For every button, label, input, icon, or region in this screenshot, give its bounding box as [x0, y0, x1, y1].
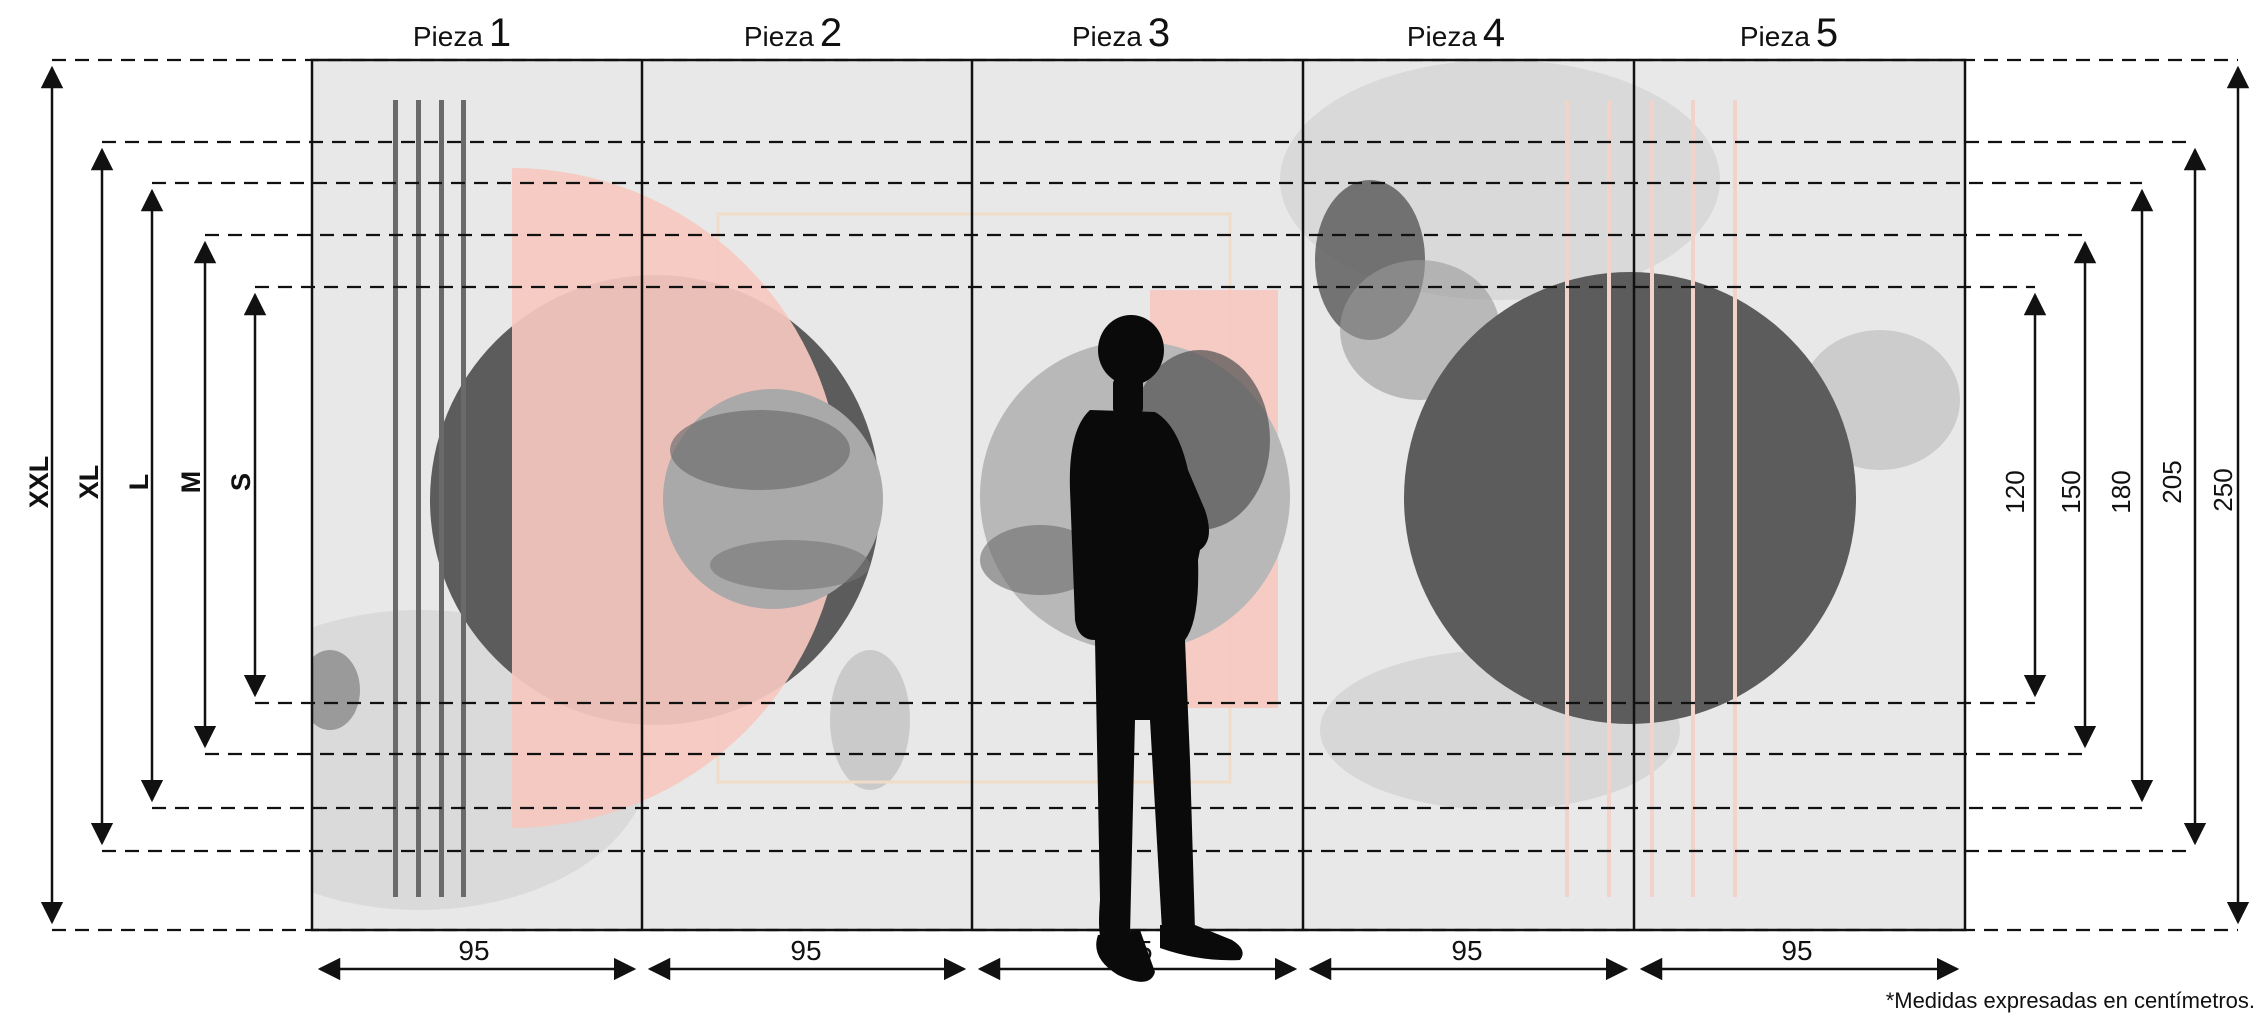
dashed-guides [52, 58, 2238, 932]
height-label-150: 150 [2056, 470, 2086, 513]
piece-word: Pieza [1407, 21, 1477, 52]
size-label-l: L [124, 474, 154, 491]
vertical-line [416, 100, 421, 897]
texture-patch [670, 410, 850, 490]
watercolor-wash [830, 650, 910, 790]
height-label-250: 250 [2208, 468, 2238, 511]
watercolor-wash [312, 650, 360, 730]
texture-patch [980, 525, 1100, 595]
width-label: 95 [790, 935, 821, 966]
vertical-line [1691, 100, 1695, 897]
vertical-line [1607, 100, 1611, 897]
piece-number: 2 [820, 11, 842, 55]
size-label-s: S [226, 473, 256, 491]
piece-word: Pieza [1072, 21, 1142, 52]
vertical-line [393, 100, 398, 897]
piece-number: 1 [489, 11, 511, 55]
piece-word: Pieza [413, 21, 483, 52]
piece-number: 3 [1148, 11, 1170, 55]
height-label-205: 205 [2157, 460, 2187, 503]
size-label-xl: XL [74, 465, 104, 500]
width-label: 95 [458, 935, 489, 966]
vertical-line [439, 100, 444, 897]
vertical-line [1565, 100, 1569, 897]
width-label: 95 [1781, 935, 1812, 966]
piece-number: 4 [1483, 11, 1505, 55]
footnote: *Medidas expresadas en centímetros. [1885, 988, 2255, 1013]
piece-number: 5 [1816, 11, 1838, 55]
vertical-line [461, 100, 466, 897]
piece-word: Pieza [1740, 21, 1810, 52]
height-label-180: 180 [2106, 470, 2136, 513]
texture-patch [710, 540, 870, 590]
vertical-line [1650, 100, 1654, 897]
person-silhouette-icon [1069, 315, 1243, 982]
size-label-xxl: XXL [24, 456, 54, 509]
dark-circle [1404, 272, 1856, 724]
piece-word: Pieza [744, 21, 814, 52]
size-label-m: M [176, 471, 206, 494]
vertical-line [1733, 100, 1737, 897]
width-label: 95 [1451, 935, 1482, 966]
height-label-120: 120 [2000, 470, 2030, 513]
